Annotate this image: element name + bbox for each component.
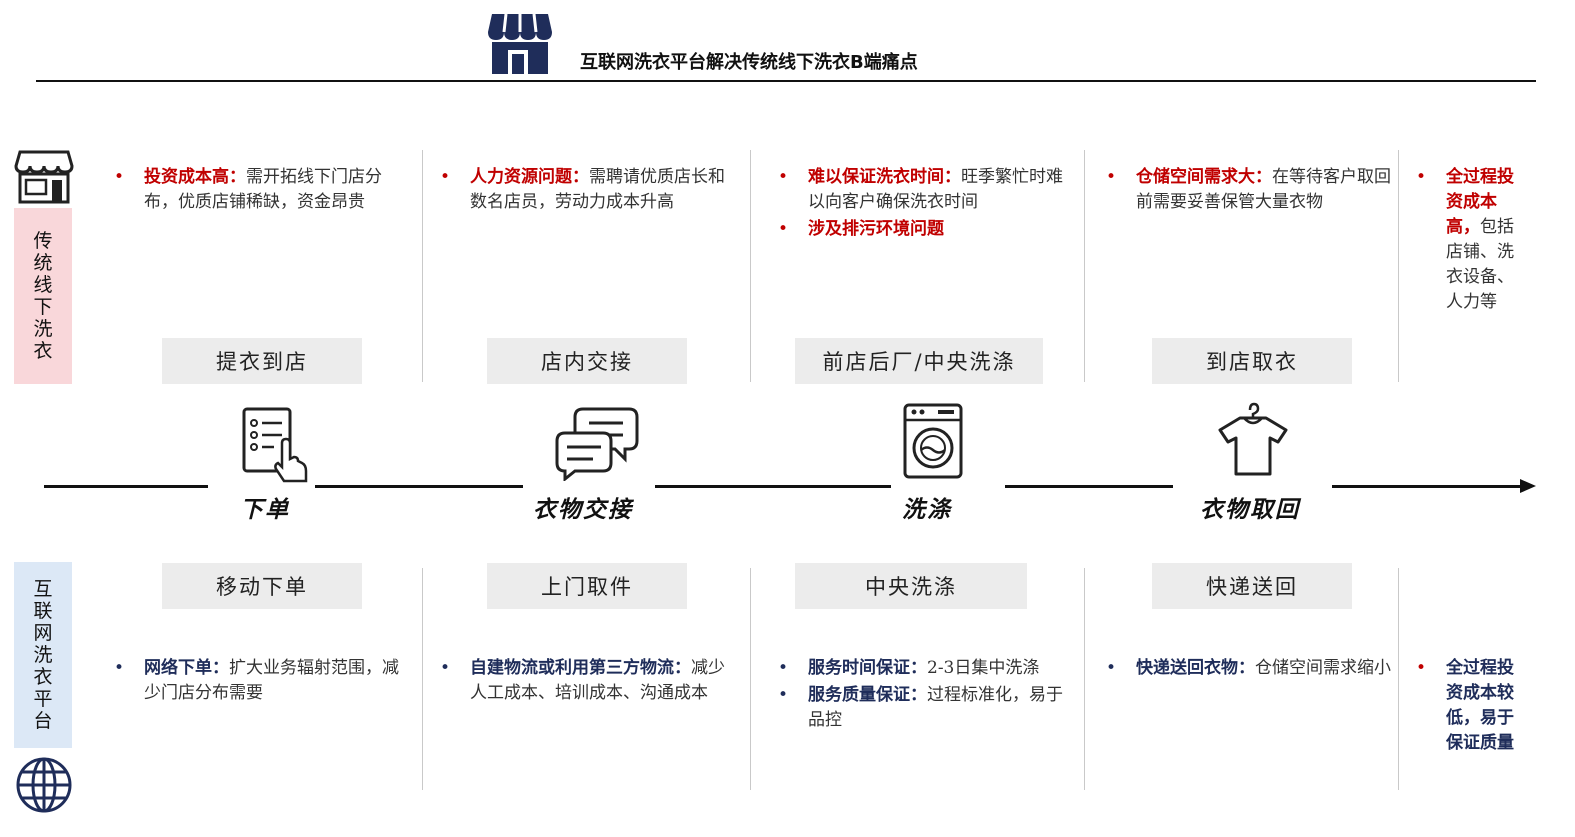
checklist-hand-icon: [242, 407, 308, 483]
column-divider: [1084, 568, 1085, 790]
timeline-segment: [1332, 485, 1522, 488]
traditional-pain-point-5: 全过程投资成本高，包括店铺、洗衣设备、人力等: [1412, 165, 1528, 317]
list-item: 网络下单：扩大业务辐射范围，减少门店分布需要: [110, 656, 410, 706]
timeline-segment: [655, 485, 891, 488]
shirt-hanger-icon: [1218, 402, 1288, 476]
timeline-label-pickup: 衣物取回: [1200, 496, 1300, 523]
internet-solution-2: 自建物流或利用第三方物流：减少人工成本、培训成本、沟通成本: [436, 656, 736, 708]
timeline-arrowhead: [1520, 479, 1536, 493]
label-char: 下: [33, 296, 53, 318]
column-divider: [1398, 150, 1399, 382]
label-char: 线: [33, 274, 53, 296]
internet-step-3: 中央洗涤: [795, 563, 1027, 609]
column-divider: [1084, 150, 1085, 382]
list-item: 自建物流或利用第三方物流：减少人工成本、培训成本、沟通成本: [436, 656, 736, 706]
label-char: 洗: [33, 318, 53, 340]
timeline-label-order: 下单: [240, 496, 290, 523]
store-icon: [14, 150, 74, 204]
timeline-label-washing: 洗涤: [902, 496, 952, 523]
traditional-pain-point-1: 投资成本高：需开拓线下门店分布，优质店铺稀缺，资金昂贵: [110, 165, 410, 217]
traditional-pain-point-2: 人力资源问题：需聘请优质店长和数名店员，劳动力成本升高: [436, 165, 736, 217]
label-char: 统: [33, 252, 53, 274]
list-item: 全过程投资成本较低，易于保证质量: [1412, 656, 1524, 756]
list-item: 服务时间保证：2-3日集中洗涤: [774, 656, 1074, 681]
page-title: 互联网洗衣平台解决传统线下洗衣B端痛点: [580, 52, 918, 73]
internet-step-4: 快递送回: [1152, 563, 1352, 609]
internet-solution-3: 服务时间保证：2-3日集中洗涤 服务质量保证：过程标准化，易于品控: [774, 656, 1074, 735]
header-divider: [36, 80, 1536, 82]
traditional-step-2: 店内交接: [487, 338, 687, 384]
label-char: 网: [33, 622, 53, 644]
store-icon: [488, 13, 552, 74]
label-char: 平: [33, 688, 53, 710]
internet-solution-4: 快递送回衣物：仓储空间需求缩小: [1102, 656, 1392, 683]
globe-icon: [16, 757, 72, 813]
label-char: 互: [33, 578, 53, 600]
label-char: 台: [33, 710, 53, 732]
traditional-pain-point-4: 仓储空间需求大：在等待客户取回前需要妥善保管大量衣物: [1102, 165, 1392, 217]
list-item: 难以保证洗衣时间：旺季繁忙时难以向客户确保洗衣时间: [774, 165, 1074, 215]
list-item: 快递送回衣物：仓储空间需求缩小: [1102, 656, 1392, 681]
traditional-step-3: 前店后厂/中央洗涤: [795, 338, 1043, 384]
internet-step-1: 移动下单: [162, 563, 362, 609]
traditional-step-4: 到店取衣: [1152, 338, 1352, 384]
label-char: 衣: [33, 666, 53, 688]
list-item: 仓储空间需求大：在等待客户取回前需要妥善保管大量衣物: [1102, 165, 1392, 215]
column-divider: [750, 568, 751, 790]
traditional-pain-point-3: 难以保证洗衣时间：旺季繁忙时难以向客户确保洗衣时间 涉及排污环境问题: [774, 165, 1074, 244]
timeline-label-handover: 衣物交接: [533, 496, 633, 523]
label-char: 传: [33, 230, 53, 252]
label-char: 洗: [33, 644, 53, 666]
internet-solution-1: 网络下单：扩大业务辐射范围，减少门店分布需要: [110, 656, 410, 708]
traditional-laundry-label: 传 统 线 下 洗 衣: [14, 208, 72, 384]
internet-solution-5: 全过程投资成本较低，易于保证质量: [1412, 656, 1524, 758]
internet-step-2: 上门取件: [487, 563, 687, 609]
list-item: 人力资源问题：需聘请优质店长和数名店员，劳动力成本升高: [436, 165, 736, 215]
timeline-segment: [44, 485, 208, 488]
column-divider: [422, 150, 423, 382]
chat-bubbles-icon: [555, 407, 639, 481]
traditional-step-1: 提衣到店: [162, 338, 362, 384]
list-item: 涉及排污环境问题: [774, 217, 1074, 242]
timeline-segment: [315, 485, 523, 488]
timeline-segment: [1005, 485, 1173, 488]
label-char: 联: [33, 600, 53, 622]
label-char: 衣: [33, 340, 53, 362]
washing-machine-icon: [903, 403, 963, 479]
column-divider: [1398, 568, 1399, 790]
list-item: 服务质量保证：过程标准化，易于品控: [774, 683, 1074, 733]
list-item: 全过程投资成本高，包括店铺、洗衣设备、人力等: [1412, 165, 1528, 315]
internet-laundry-label: 互 联 网 洗 衣 平 台: [14, 562, 72, 748]
column-divider: [422, 568, 423, 790]
column-divider: [750, 150, 751, 382]
list-item: 投资成本高：需开拓线下门店分布，优质店铺稀缺，资金昂贵: [110, 165, 410, 215]
